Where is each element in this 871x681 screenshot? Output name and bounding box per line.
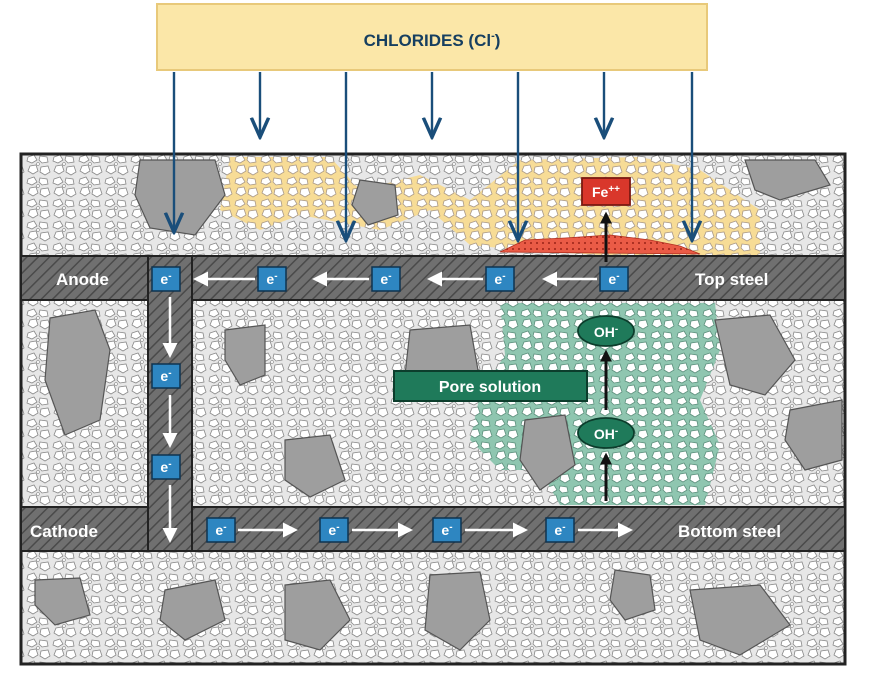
svg-text:e-: e- [266,271,277,287]
anode-label: Anode [56,270,109,289]
svg-text:e-: e- [380,271,391,287]
aggregate-stone [34,577,91,626]
electron-badges: e- e- e- e- e- e- e- e- e- e- e- [151,266,629,543]
svg-text:OH-: OH- [594,426,618,442]
aggregate-stone [424,571,491,651]
pore-solution-label-box [393,370,588,402]
aggregate-stone [784,399,843,471]
electron-badge: e- [485,266,515,292]
svg-text:e-: e- [554,522,565,538]
aggregate-stone [519,414,576,491]
aggregate-stone [689,584,791,656]
svg-text:e-: e- [160,368,171,384]
aggregate-stone [284,434,346,498]
hydroxide-ion-badge: OH- [577,315,635,347]
svg-text:e-: e- [215,522,226,538]
chlorides-label: CHLORIDES (Cl-) [364,30,501,50]
aggregate-stone [224,324,266,386]
pore-solution-label: Pore solution [439,379,541,396]
svg-text:OH-: OH- [594,324,618,340]
aggregate-stone [351,179,399,226]
top-steel-label: Top steel [695,270,768,289]
electron-badge: e- [151,266,181,292]
svg-text:Fe++: Fe++ [592,184,620,200]
electron-badge: e- [151,363,181,389]
bottom-steel-label: Bottom steel [678,522,781,541]
svg-text:e-: e- [494,271,505,287]
rust-deposit [499,234,701,255]
iron-ion-badge: Fe++ [581,177,631,206]
electron-badge: e- [151,454,181,480]
svg-text:e-: e- [160,459,171,475]
electron-badge: e- [257,266,287,292]
electron-badge: e- [319,517,349,543]
svg-text:e-: e- [328,522,339,538]
electron-badge: e- [371,266,401,292]
electron-flow-arrows [162,271,633,543]
aggregate-stone [714,314,796,396]
electron-badge: e- [206,517,236,543]
aggregate-stone [44,309,111,436]
electron-badge: e- [599,266,629,292]
electron-badge: e- [432,517,462,543]
aggregate-stone [134,159,226,236]
aggregate-stone [609,569,656,621]
hydroxide-ion-badge: OH- [577,417,635,449]
aggregate-stone [159,579,226,641]
svg-text:e-: e- [441,522,452,538]
aggregate-stone [744,159,831,201]
cathode-label: Cathode [30,522,98,541]
electron-badge: e- [545,517,575,543]
svg-text:e-: e- [608,271,619,287]
svg-text:e-: e- [160,271,171,287]
chloride-arrows [174,72,692,238]
chlorides-banner [156,3,708,71]
aggregate-stone [284,579,351,651]
